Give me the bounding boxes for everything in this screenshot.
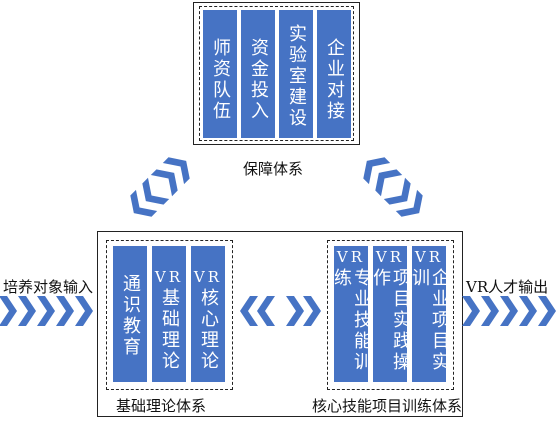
vr-prefix: VR [375, 248, 405, 266]
guarantee-item-lab: 实验室建设 [279, 10, 313, 138]
bidirectional-right-diagonal-arrow-icon [356, 150, 430, 224]
vr-prefix: VR [154, 268, 184, 286]
vr-prefix: VR [336, 248, 366, 266]
guarantee-item-faculty: 师资队伍 [203, 10, 237, 138]
guarantee-item-label: 企业对接 [324, 38, 345, 122]
output-label: VR人才输出 [466, 278, 549, 296]
core-item-professional-skills: VR 专业技能训练 [331, 246, 372, 382]
vr-prefix: VR [414, 248, 444, 266]
basic-item-general-education: 通识教育 [113, 246, 147, 382]
guarantee-item-enterprise: 企业对接 [317, 10, 351, 138]
core-item-project-practice: VR 项目实践操作 [370, 246, 411, 382]
training-system-frame [97, 231, 463, 417]
basic-item-label: 通识教育 [120, 274, 141, 358]
basic-item-label: 基础理论 [158, 288, 180, 372]
guarantee-item-funding: 资金投入 [241, 10, 275, 138]
core-skills-frame [327, 240, 454, 390]
basic-theory-title: 基础理论体系 [116, 397, 207, 415]
vr-prefix: VR [193, 268, 223, 286]
basic-item-vr-basic-theory: VR 基础理论 [152, 246, 186, 382]
guarantee-item-label: 资金投入 [248, 38, 269, 122]
core-item-label: 企业项目实训 [409, 268, 450, 373]
basic-item-label: 核心理论 [197, 288, 219, 372]
core-item-enterprise-training: VR 企业项目实训 [409, 246, 450, 382]
core-item-label: 专业技能训练 [331, 268, 372, 373]
basic-item-vr-core-theory: VR 核心理论 [191, 246, 225, 382]
guarantee-title: 保障体系 [243, 160, 304, 178]
guarantee-frame [193, 2, 360, 145]
core-item-label: 项目实践操作 [370, 268, 411, 373]
bidirectional-horizontal-arrow-icon [240, 296, 321, 326]
output-chevrons-icon [462, 296, 556, 326]
core-skills-title: 核心技能项目训练体系 [312, 397, 463, 415]
guarantee-item-label: 实验室建设 [286, 24, 307, 129]
input-label: 培养对象输入 [3, 278, 94, 296]
guarantee-item-label: 师资队伍 [210, 38, 231, 122]
input-chevrons-icon [0, 296, 93, 326]
bidirectional-left-diagonal-arrow-icon [123, 150, 197, 224]
basic-theory-frame [106, 240, 233, 390]
guarantee-inner-frame [199, 6, 354, 141]
